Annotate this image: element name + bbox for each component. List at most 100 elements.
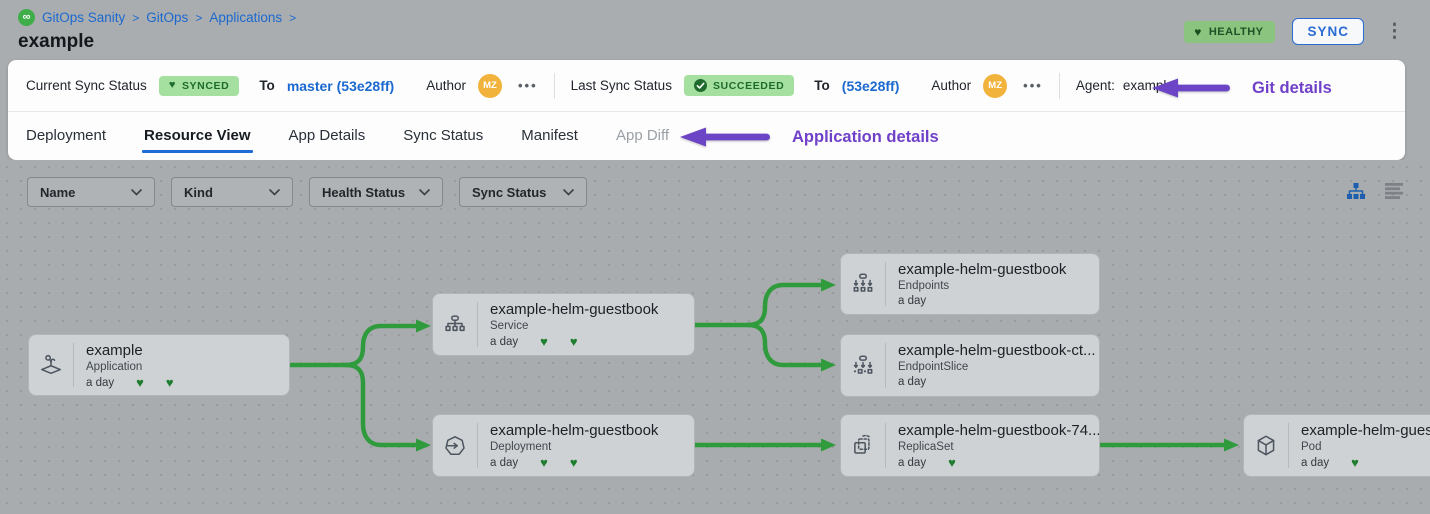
heart-icon: ♥ xyxy=(168,79,176,91)
health-status-filter-dropdown[interactable]: Health Status xyxy=(309,177,443,207)
succeeded-badge: SUCCEEDED xyxy=(683,75,795,96)
node-divider xyxy=(477,423,478,468)
node-health-hearts: ♥♥ xyxy=(540,456,577,469)
vertical-divider xyxy=(553,72,555,99)
node-kind: Endpoints xyxy=(898,280,950,292)
author-avatar[interactable]: MZ xyxy=(477,73,502,98)
node-age: a day xyxy=(1301,456,1330,469)
resource-tree-canvas[interactable]: Name Kind Health Status Sync Status xyxy=(0,160,1430,514)
tab-app-details[interactable]: App Details xyxy=(288,127,366,144)
node-body: example-helm-guest Pod a day ♥ xyxy=(1289,415,1430,476)
node-title: example-helm-guest xyxy=(1301,422,1430,439)
filter-label: Sync Status xyxy=(472,184,547,200)
more-options-icon[interactable]: ••• xyxy=(517,78,538,93)
node-status-row: a day ♥♥ xyxy=(490,335,658,348)
last-sync-status-label: Last Sync Status xyxy=(570,78,672,93)
agent-value: example xyxy=(1122,78,1174,93)
service-icon xyxy=(433,294,477,355)
page-title: example xyxy=(18,31,95,52)
tree-node-service[interactable]: example-helm-guestbook Service a day ♥♥ xyxy=(432,293,695,356)
check-circle-icon xyxy=(693,79,707,92)
breadcrumb-gitops-sanity[interactable]: GitOps Sanity xyxy=(42,10,126,25)
list-view-icon[interactable] xyxy=(1385,182,1404,200)
node-divider xyxy=(885,423,886,468)
node-health-hearts: ♥ xyxy=(948,456,956,469)
tree-node-endpoints[interactable]: example-helm-guestbook Endpoints a day xyxy=(840,253,1100,315)
view-toggle-group xyxy=(1346,182,1404,200)
node-divider xyxy=(73,343,74,387)
top-header: ∞ GitOps Sanity > GitOps > Applications … xyxy=(0,0,1430,60)
node-title: example xyxy=(86,342,143,359)
chevron-down-icon xyxy=(269,188,280,196)
sync-status-filter-dropdown[interactable]: Sync Status xyxy=(459,177,587,207)
tree-view-icon[interactable] xyxy=(1346,182,1366,200)
tab-sync-status[interactable]: Sync Status xyxy=(403,127,484,144)
header-actions: ♥ HEALTHY SYNC ⋮ xyxy=(1184,18,1408,45)
node-divider xyxy=(477,302,478,347)
tree-node-deployment[interactable]: example-helm-guestbook Deployment a day … xyxy=(432,414,695,477)
health-status-badge: ♥ HEALTHY xyxy=(1184,20,1276,43)
node-health-hearts: ♥♥ xyxy=(136,376,173,389)
endpoints-icon xyxy=(841,254,885,314)
node-age: a day xyxy=(897,376,927,388)
application-icon xyxy=(29,335,73,395)
health-heart-icon: ♥ xyxy=(1351,455,1359,470)
breadcrumb-applications[interactable]: Applications xyxy=(209,10,283,25)
agent-label: Agent: xyxy=(1075,78,1115,93)
node-kind: Deployment xyxy=(490,441,552,453)
node-title: example-helm-guestbook xyxy=(490,422,659,439)
node-kind: Pod xyxy=(1301,441,1322,453)
tab-deployment[interactable]: Deployment xyxy=(26,127,107,144)
current-revision-link[interactable]: master (53e28ff) xyxy=(286,77,395,94)
kind-filter-dropdown[interactable]: Kind xyxy=(171,177,293,207)
node-divider xyxy=(885,343,886,388)
author-label: Author xyxy=(931,78,972,93)
health-status-label: HEALTHY xyxy=(1208,25,1264,38)
endpointslice-icon xyxy=(841,335,885,396)
author-avatar[interactable]: MZ xyxy=(983,73,1008,98)
author-label: Author xyxy=(426,78,466,93)
more-options-icon[interactable]: ••• xyxy=(1023,78,1043,93)
node-age: a day xyxy=(86,376,115,389)
node-body: example-helm-guestbook-74... ReplicaSet … xyxy=(886,415,1099,476)
node-health-hearts: ♥♥ xyxy=(540,335,577,348)
name-filter-dropdown[interactable]: Name xyxy=(27,177,155,207)
heart-icon: ♥ xyxy=(1194,24,1202,39)
tree-node-pod[interactable]: example-helm-guest Pod a day ♥ xyxy=(1243,414,1430,477)
chevron-down-icon xyxy=(419,188,430,196)
app-tabs: Deployment Resource View App Details Syn… xyxy=(8,112,1405,159)
breadcrumb: ∞ GitOps Sanity > GitOps > Applications … xyxy=(18,9,296,26)
node-body: example-helm-guestbook-ct... EndpointSli… xyxy=(886,335,1099,396)
node-body: example-helm-guestbook Service a day ♥♥ xyxy=(478,294,668,355)
breadcrumb-gitops[interactable]: GitOps xyxy=(146,10,189,25)
tree-node-application[interactable]: example Application a day ♥♥ xyxy=(28,334,290,396)
tree-node-endpointslice[interactable]: example-helm-guestbook-ct... EndpointSli… xyxy=(840,334,1100,397)
node-status-row: a day ♥ xyxy=(898,456,1089,469)
node-status-row: a day xyxy=(898,295,1066,307)
health-heart-icon: ♥ xyxy=(540,334,548,349)
sync-button[interactable]: SYNC xyxy=(1292,18,1364,45)
node-age: a day xyxy=(898,295,927,307)
tree-node-replicaset[interactable]: example-helm-guestbook-74... ReplicaSet … xyxy=(840,414,1100,477)
tab-app-diff[interactable]: App Diff xyxy=(615,127,670,144)
last-revision-link[interactable]: (53e28ff) xyxy=(841,77,900,94)
tab-manifest[interactable]: Manifest xyxy=(521,127,578,144)
kebab-menu-icon[interactable]: ⋮ xyxy=(1385,21,1404,42)
node-age: a day xyxy=(490,456,519,469)
node-kind: ReplicaSet xyxy=(897,441,954,453)
node-age: a day xyxy=(490,335,519,348)
node-status-row: a day ♥ xyxy=(1301,456,1430,469)
chevron-down-icon xyxy=(563,188,574,196)
replicaset-icon xyxy=(841,415,885,476)
node-body: example-helm-guestbook Endpoints a day xyxy=(886,254,1076,314)
health-heart-icon: ♥ xyxy=(569,455,578,470)
node-health-hearts: ♥ xyxy=(1351,456,1359,469)
health-heart-icon: ♥ xyxy=(948,455,956,470)
node-title: example-helm-guestbook xyxy=(490,301,659,318)
node-kind: Service xyxy=(490,320,529,332)
tab-resource-view[interactable]: Resource View xyxy=(142,112,253,159)
vertical-divider xyxy=(1058,72,1060,99)
node-title: example-helm-guestbook-ct... xyxy=(897,342,1096,359)
node-divider xyxy=(1288,423,1289,468)
